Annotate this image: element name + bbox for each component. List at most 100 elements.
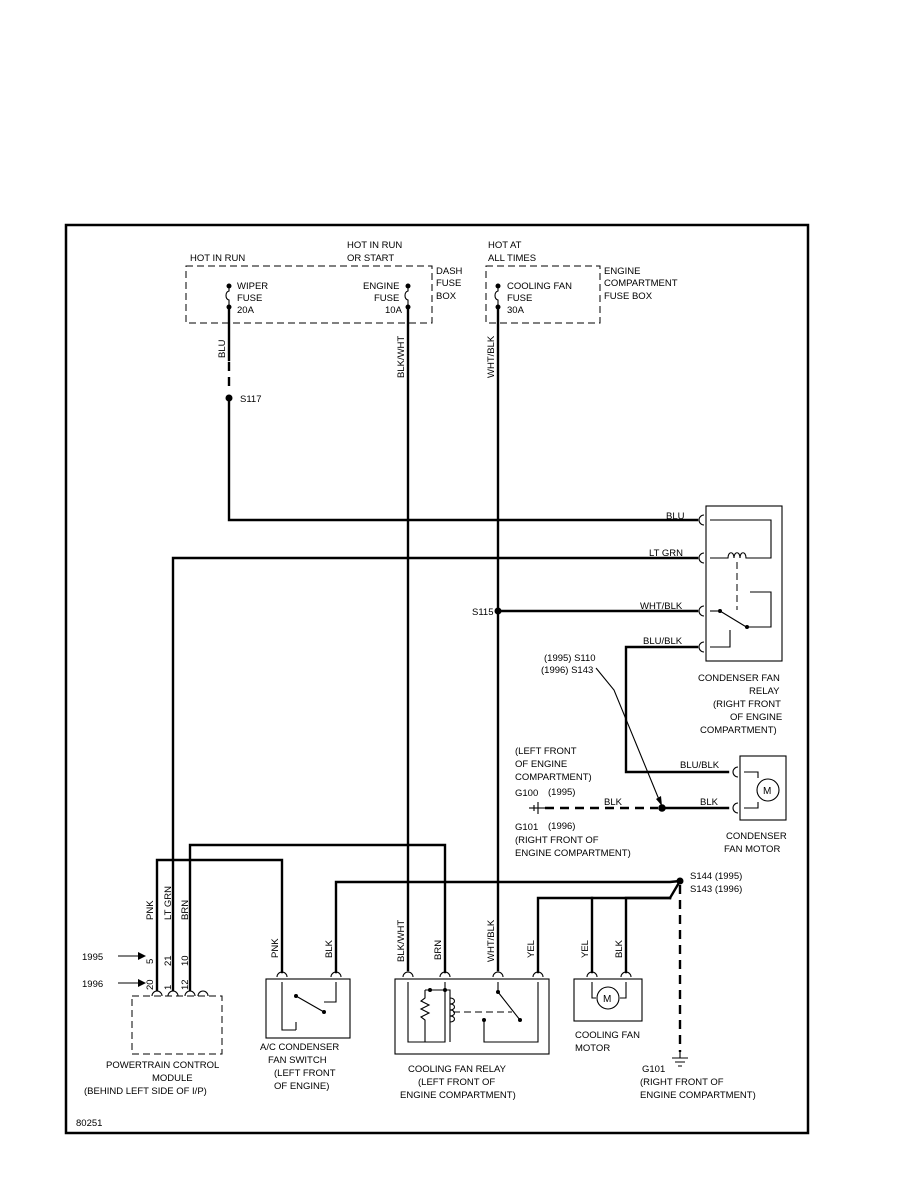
hot-in-run-label: HOT IN RUN [190, 253, 245, 264]
s144-label: S144 (1995) [690, 871, 742, 882]
pin-pnk-1996: 20 [145, 979, 156, 990]
dash-fuse-box-label-3: BOX [436, 291, 457, 302]
cooling-fan-motor-terminals [586, 971, 632, 978]
pin-brn-1995: 10 [180, 955, 191, 966]
engine-fuse-label-1: ENGINE [363, 281, 399, 292]
dash-fuse-box [185, 265, 433, 324]
lt-grn-wire-label-pcm: LT GRN [163, 886, 174, 920]
cooling-fan-fuse-label-2: FUSE [507, 293, 532, 304]
cooling-fan-motor-label-1: COOLING FAN [575, 1030, 640, 1041]
pnk-wire-label-switch: PNK [270, 938, 281, 958]
pnk-wire [155, 858, 284, 992]
engine-fuse-box-label-1: ENGINE [604, 266, 640, 277]
cooling-fan-motor-leads [591, 982, 627, 999]
g100-year-label: (1995) [548, 787, 575, 798]
wiper-fuse-label-3: 20A [237, 305, 255, 316]
pcm-label-2: MODULE [152, 1073, 193, 1084]
engine-fuse-label-2: FUSE [374, 293, 399, 304]
wiper-fuse-label-1: WIPER [237, 281, 268, 292]
wht-blk-wire-label-top: WHT/BLK [486, 335, 497, 378]
blk-wht-wire-label-top: BLK/WHT [396, 336, 407, 378]
pin-ltgrn-1995: 21 [163, 955, 174, 966]
cooling-fan-fuse-label-1: COOLING FAN [507, 281, 572, 292]
year-1995-label: 1995 [82, 952, 103, 963]
lt-grn-wire-label-relay: LT GRN [649, 548, 683, 559]
hot-in-run-or-start-label-1: HOT IN RUN [347, 240, 402, 251]
diagram-frame [64, 223, 810, 1135]
blu-blk-wire-label-relay: BLU/BLK [643, 636, 683, 647]
hot-in-run-or-start-label-2: OR START [347, 253, 394, 264]
hot-at-all-times-label-1: HOT AT [488, 240, 522, 251]
g101-lower-label: G101 [642, 1064, 665, 1075]
splice-s110-s143 [658, 804, 666, 812]
condenser-fan-motor-box [739, 755, 787, 821]
condenser-fan-relay-label-2: RELAY [749, 686, 780, 697]
blk-wire-label-switch: BLK [324, 939, 335, 958]
pcm-label-3: (BEHIND LEFT SIDE OF I/P) [84, 1086, 207, 1097]
condenser-fan-relay-label-1: CONDENSER FAN [698, 673, 780, 684]
s110-label: (1995) S110 [544, 653, 596, 664]
ac-switch-label-4: OF ENGINE) [274, 1081, 329, 1092]
engine-fuse-box-label-2: COMPARTMENT [604, 278, 678, 289]
g101-upper-year-label: (1996) [548, 821, 575, 832]
cooling-fan-motor-symbol: M [603, 994, 611, 1005]
ac-switch-contacts [281, 982, 337, 1031]
cooling-fan-relay-box [394, 978, 550, 1055]
ac-switch-label-3: (LEFT FRONT [274, 1068, 336, 1079]
blu-blk-wire-label-motor: BLU/BLK [680, 760, 720, 771]
ac-switch-terminals [276, 971, 342, 978]
pnk-wire-label-pcm: PNK [145, 900, 156, 920]
engine-fuse [404, 283, 411, 310]
condenser-fan-motor-terminal-bottom [732, 802, 739, 814]
s110-leader-line [595, 667, 661, 803]
condenser-fan-relay-coil [710, 519, 772, 648]
cooling-fan-fuse [494, 283, 501, 310]
wht-blk-wire-label-relay: WHT/BLK [640, 601, 683, 612]
s115-label: S115 [472, 607, 493, 618]
engine-fuse-box-label-3: FUSE BOX [604, 291, 653, 302]
blk-wire-label-motor: BLK [700, 797, 719, 808]
pin-ltgrn-1996: 1 [163, 985, 174, 990]
condenser-fan-motor-label-2: FAN MOTOR [724, 844, 780, 855]
condenser-fan-motor-leads [744, 771, 759, 809]
blk-wire-motor [624, 896, 672, 974]
cooling-fan-relay-label-1: COOLING FAN RELAY [408, 1064, 507, 1075]
yel-wire-label-motor: YEL [580, 940, 591, 958]
condenser-fan-motor-icon [756, 778, 780, 802]
pcm-terminals [151, 990, 209, 997]
cooling-fan-relay-label-3: ENGINE COMPARTMENT) [400, 1090, 516, 1101]
year-1996-label: 1996 [82, 979, 103, 990]
ground-g101-icon [672, 1052, 688, 1067]
wht-blk-wire-label-relay-lower: WHT/BLK [486, 919, 497, 962]
year-1996-arrow-icon [138, 979, 146, 987]
cooling-fan-motor-label-2: MOTOR [575, 1043, 610, 1054]
yel-wire-relay [536, 896, 672, 974]
cooling-fan-relay-label-2: (LEFT FRONT OF [418, 1077, 495, 1088]
year-1995-arrow-icon [138, 952, 146, 960]
dash-fuse-box-label-2: FUSE [436, 278, 461, 289]
pin-brn-1996: 12 [180, 979, 191, 990]
cooling-fan-relay-terminals [402, 971, 544, 978]
ac-switch-label-1: A/C CONDENSER [260, 1042, 339, 1053]
blu-wire-main [227, 396, 699, 522]
blk-wire-label-motor-lower: BLK [614, 939, 625, 958]
figure-id-label: 80251 [76, 1118, 102, 1129]
wiper-fuse-label-2: FUSE [237, 293, 262, 304]
g101-upper-location-label-1: (RIGHT FRONT OF [515, 835, 599, 846]
g101-upper-location-label-2: ENGINE COMPARTMENT) [515, 848, 631, 859]
g100-location-label-3: COMPARTMENT) [515, 772, 592, 783]
ground-g100-icon [529, 802, 545, 814]
lt-grn-wire [171, 556, 699, 992]
brn-wire-label-pcm: BRN [180, 900, 191, 920]
g101-lower-location-label-1: (RIGHT FRONT OF [640, 1077, 724, 1088]
hot-at-all-times-label-2: ALL TIMES [488, 253, 536, 264]
g100-location-label-1: (LEFT FRONT [515, 746, 577, 757]
s110-leader-arrow [656, 796, 662, 806]
blu-wire-label-vertical: BLU [217, 339, 228, 358]
pin-pnk-1995: 5 [145, 959, 156, 964]
brn-wire [188, 843, 447, 992]
cooling-fan-fuse-label-3: 30A [507, 305, 525, 316]
blu-blk-wire [624, 645, 730, 774]
